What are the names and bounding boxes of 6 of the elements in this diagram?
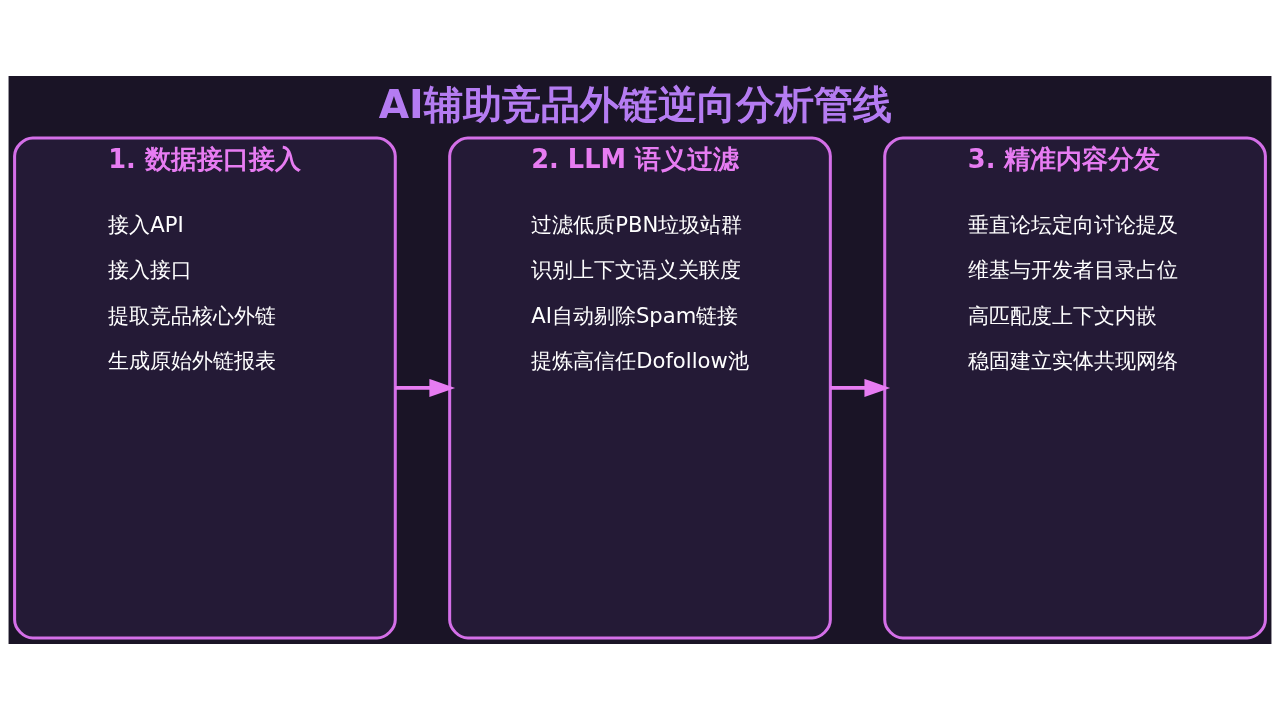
arrow <box>830 378 891 397</box>
node-box: 3. 精准内容分发 垂直论坛定向讨论提及 维基与开发者目录占位 高匹配度上下文内嵌 稳固建立实体共现网络 <box>883 136 1267 640</box>
arrow <box>395 378 456 397</box>
diagram-title: AI辅助竞品外链逆向分析管线 <box>378 82 892 127</box>
node-box: 1. 数据接口接入 接入API 接入接口 提取竞品核心外链 生成原始外链报表 <box>13 136 397 640</box>
node-box: 2. LLM 语义过滤 过滤低质PBN垃圾站群 识别上下文语义关联度 AI自动剔除Spam链接 提炼高信任Dofollow池 <box>448 136 832 640</box>
